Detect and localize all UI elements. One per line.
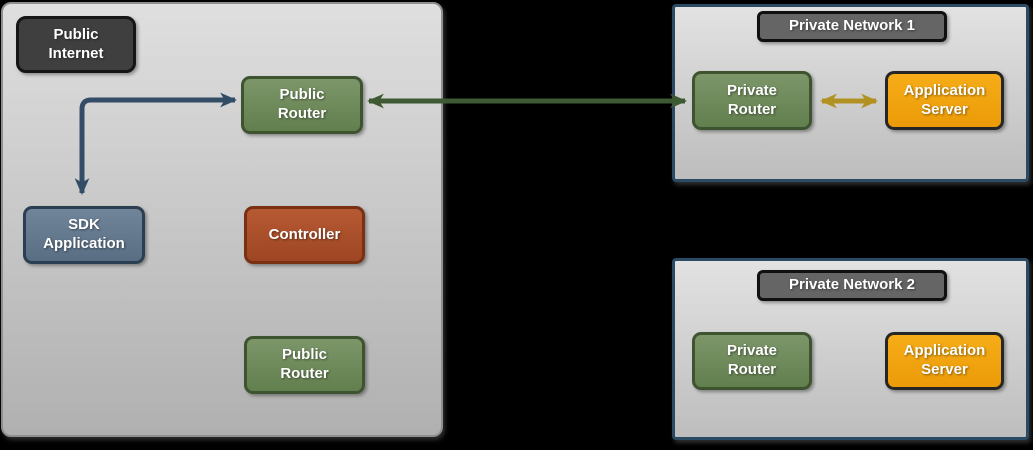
public-internet-zone: Public Internet Public Router SDK Applic… — [1, 2, 443, 437]
node-application-server-2: Application Server — [885, 332, 1004, 390]
node-application-server-1: Application Server — [885, 71, 1004, 130]
private-network-1-title: Private Network 1 — [757, 11, 947, 42]
public-internet-label: Public Internet — [16, 16, 136, 73]
node-controller: Controller — [244, 206, 365, 264]
node-sdk-application: SDK Application — [23, 206, 145, 264]
node-public-router-top: Public Router — [241, 76, 363, 134]
node-public-router-bottom: Public Router — [244, 336, 365, 394]
private-network-2-title: Private Network 2 — [757, 270, 947, 301]
node-private-router-1: Private Router — [692, 71, 812, 130]
node-private-router-2: Private Router — [692, 332, 812, 390]
